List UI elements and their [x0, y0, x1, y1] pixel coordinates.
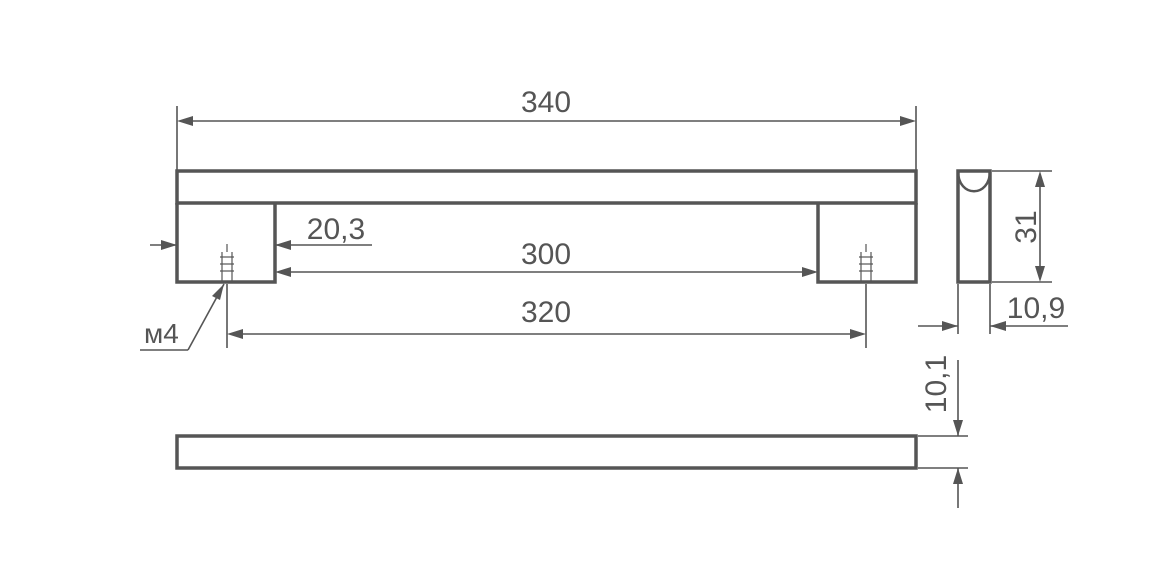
top-view: [175, 434, 918, 470]
height-label: 31: [1010, 210, 1043, 243]
depth-label: 10,9: [1007, 292, 1065, 325]
dimension-depth: 10,9: [918, 284, 1068, 334]
inner-length-label: 300: [521, 238, 571, 271]
front-view: [175, 169, 918, 284]
side-profile-recess: [956, 170, 992, 193]
handle-bar-top: [175, 434, 918, 470]
right-leg: [816, 203, 918, 284]
thickness-label: 10,1: [920, 355, 953, 413]
right-thread-hole: [859, 244, 873, 282]
dimension-thickness: 10,1: [918, 355, 968, 508]
left-leg: [175, 203, 277, 284]
end-width-label: 20,3: [307, 213, 365, 246]
dimension-end-width: 20,3: [150, 213, 372, 250]
dimension-height: 31: [992, 170, 1052, 283]
dimension-overall-length: 340: [176, 86, 917, 171]
thread-label: м4: [144, 318, 179, 349]
dimension-hole-spacing: 320: [226, 284, 867, 348]
dimension-inner-length: 300: [275, 238, 818, 277]
handle-side-profile: [956, 169, 992, 284]
overall-length-label: 340: [521, 86, 571, 119]
left-thread-hole: [220, 244, 234, 282]
handle-bar-front: [175, 169, 918, 205]
side-view: [956, 169, 992, 284]
hole-spacing-label: 320: [521, 296, 571, 329]
thread-callout: м4: [140, 283, 225, 351]
